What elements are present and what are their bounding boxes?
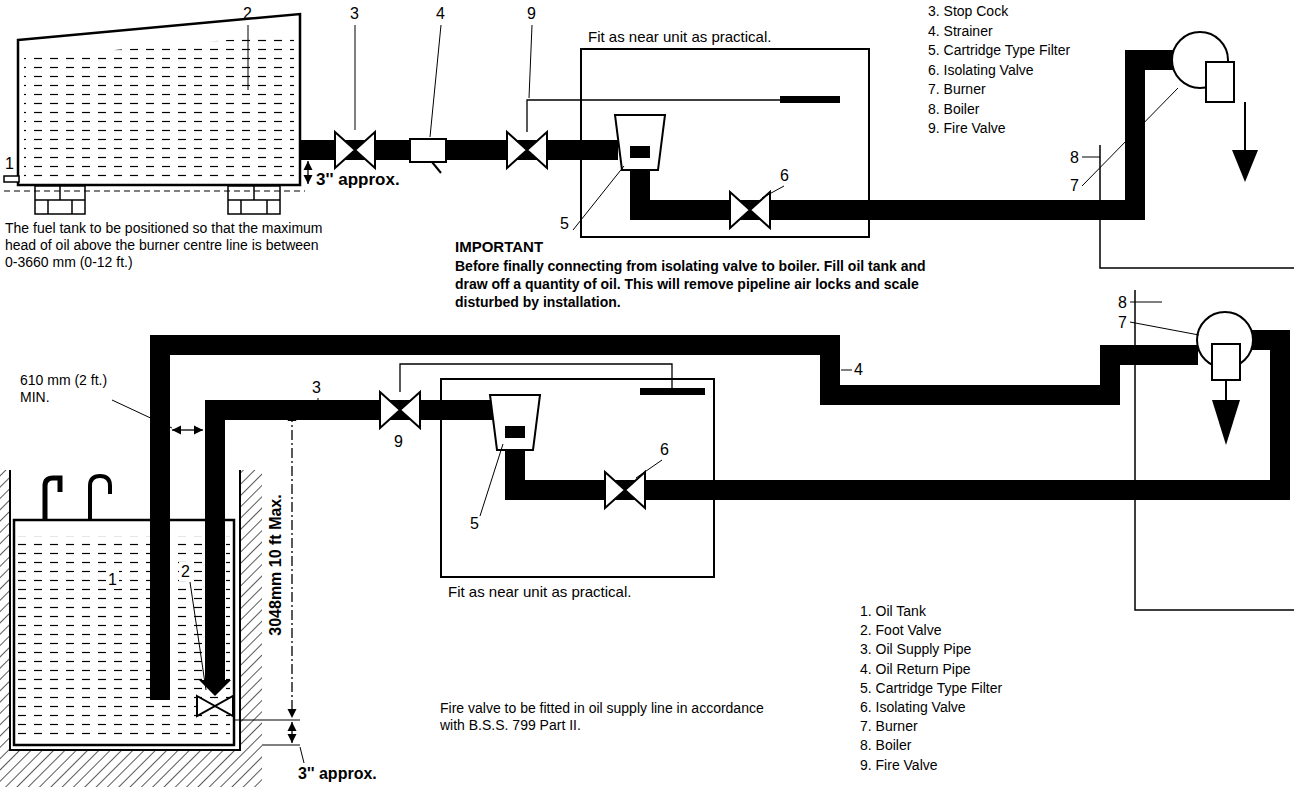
oil-pipe bbox=[640, 60, 1174, 210]
key-entry: 4. Oil Return Pipe bbox=[860, 661, 971, 678]
callout-number: 3 bbox=[350, 4, 359, 23]
dimension: 610 mm (2 ft.) MIN. bbox=[20, 372, 112, 406]
oil-supply-pipe bbox=[515, 340, 1280, 490]
callout-number: 7 bbox=[1118, 313, 1127, 332]
placement-note: Fit as near unit as practical. bbox=[588, 28, 771, 45]
oil-return-pipe bbox=[160, 345, 1198, 700]
note: Before finally connecting from isolating… bbox=[455, 257, 945, 311]
callout-number: 2 bbox=[179, 562, 192, 581]
dimension-line bbox=[291, 412, 292, 718]
callout-number: 1 bbox=[106, 570, 119, 589]
callout-number: 3 bbox=[312, 378, 321, 397]
boiler-outline bbox=[1100, 145, 1294, 268]
dimension: 3'' approx. bbox=[298, 764, 377, 783]
callout-number: 8 bbox=[1070, 148, 1079, 167]
foot-valve bbox=[197, 696, 233, 716]
key-entry: 9. Fire Valve bbox=[860, 757, 938, 774]
callout-number: 4 bbox=[854, 360, 863, 379]
note: The fuel tank to be positioned so that t… bbox=[5, 220, 325, 271]
callout-number: 9 bbox=[394, 432, 403, 451]
fill-pipe bbox=[90, 476, 110, 520]
heading: IMPORTANT bbox=[455, 238, 543, 256]
leader-line bbox=[248, 25, 1178, 230]
note: Fire valve to be fitted in oil supply li… bbox=[440, 700, 770, 734]
key-entry: 6. Isolating Valve bbox=[860, 699, 966, 716]
dimension: 3'' approx. bbox=[316, 170, 400, 190]
key-entry: 4. Strainer bbox=[928, 23, 993, 40]
key-entry: 5. Cartridge Type Filter bbox=[928, 42, 1070, 59]
key-entry: 6. Isolating Valve bbox=[928, 62, 1034, 79]
key-entry: 3. Oil Supply Pipe bbox=[860, 641, 971, 658]
callout-number: 6 bbox=[778, 166, 791, 185]
burner-nozzle bbox=[1212, 400, 1240, 445]
key-entry: 1. Oil Tank bbox=[860, 603, 926, 620]
dimension-line bbox=[172, 429, 203, 430]
callout-number: 9 bbox=[527, 4, 536, 23]
fire-valve bbox=[507, 132, 547, 168]
brick-pier bbox=[35, 186, 280, 214]
key-entry: 8. Boiler bbox=[928, 101, 979, 118]
key-entry: 3. Stop Cock bbox=[928, 3, 1008, 20]
callout-number: 5 bbox=[470, 514, 479, 533]
dimension: 3048mm 10 ft Max. bbox=[266, 492, 285, 637]
callout-number: 8 bbox=[1118, 293, 1127, 312]
isolating-valve bbox=[605, 472, 645, 508]
callout-number: 2 bbox=[243, 4, 252, 23]
vent-pipe bbox=[45, 478, 60, 520]
callout-number: 5 bbox=[560, 214, 569, 233]
key-entry: 7. Burner bbox=[860, 718, 918, 735]
oil-tank bbox=[14, 520, 234, 745]
callout-number: 7 bbox=[1070, 176, 1079, 195]
unit-enclosure: Fit as near unit as practical. bbox=[440, 378, 715, 578]
dimension-line bbox=[291, 722, 292, 743]
key-entry: 7. Burner bbox=[928, 81, 986, 98]
callout-number: 4 bbox=[436, 4, 445, 23]
burner-nozzle bbox=[1232, 150, 1258, 182]
stop-cock bbox=[335, 132, 375, 168]
leader-line bbox=[112, 302, 1199, 763]
cartridge-filter bbox=[490, 395, 540, 450]
key-entry: 8. Boiler bbox=[860, 737, 911, 754]
key-entry: 5. Cartridge Type Filter bbox=[860, 680, 1002, 697]
oil-tank bbox=[18, 14, 300, 185]
key-entry: 2. Foot Valve bbox=[860, 622, 941, 639]
boiler-outline bbox=[1135, 290, 1294, 610]
fire-valve bbox=[380, 392, 420, 428]
oil-supply-pipe bbox=[215, 410, 493, 682]
fire-valve-link bbox=[527, 100, 790, 132]
placement-note: Fit as near unit as practical. bbox=[448, 583, 631, 600]
callout-number: 1 bbox=[5, 154, 14, 173]
dimension-line bbox=[307, 161, 308, 184]
key-entry: 9. Fire Valve bbox=[928, 120, 1006, 137]
callout-number: 6 bbox=[660, 440, 669, 459]
unit-enclosure: Fit as near unit as practical. bbox=[580, 48, 870, 238]
strainer bbox=[410, 139, 446, 162]
drain-cock bbox=[4, 176, 19, 182]
cartridge-filter bbox=[615, 115, 665, 170]
